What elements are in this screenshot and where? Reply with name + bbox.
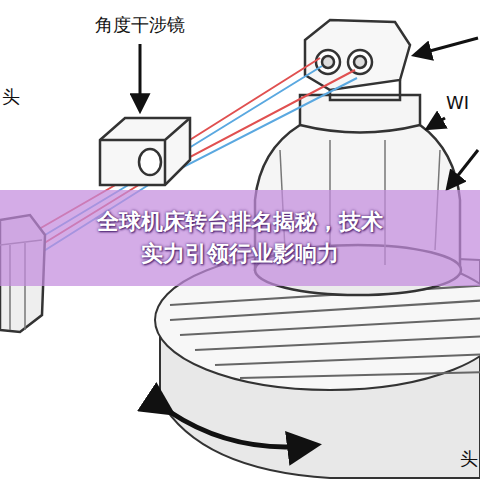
leader-arrows (140, 38, 478, 188)
rotation-arrow (170, 412, 315, 447)
title-band (0, 190, 480, 286)
banner-title: 全球机床转台排名揭秘，技术 实力引领行业影响力 (90, 206, 390, 270)
part-label: 角度干涉镜 (95, 14, 185, 36)
part-label: 头 (2, 86, 20, 108)
part-label: WI (446, 92, 469, 114)
interferometer (100, 118, 190, 185)
part-label: 头 (460, 448, 478, 470)
